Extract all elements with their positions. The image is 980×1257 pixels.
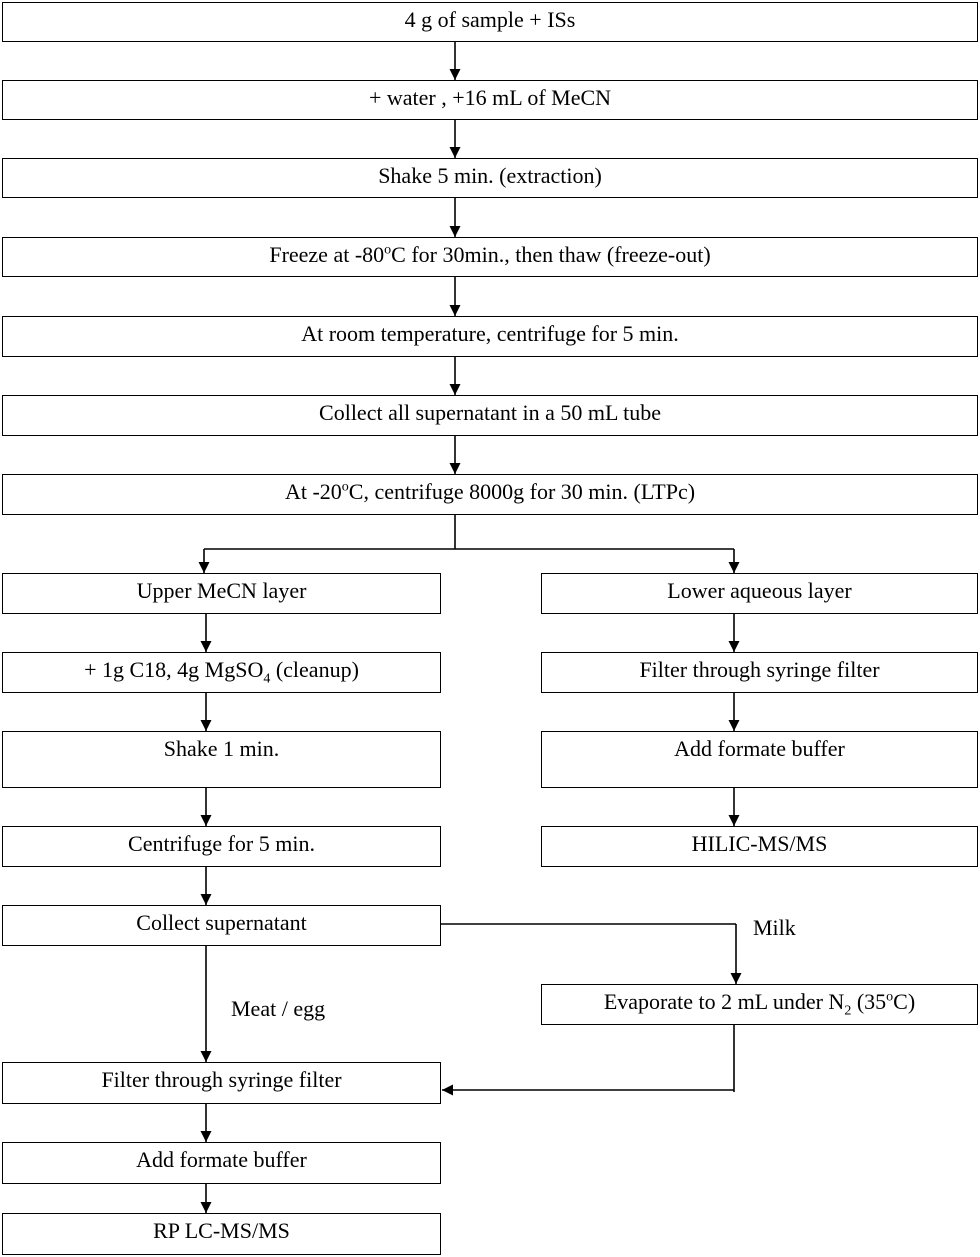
step-freeze-out: Freeze at -80oC for 30min., then thaw (f… [2, 237, 978, 277]
step-filter-left: Filter through syringe filter [2, 1062, 441, 1104]
step-formate-right: Add formate buffer [541, 731, 978, 788]
step-centrifuge-room-temp: At room temperature, centrifuge for 5 mi… [2, 316, 978, 357]
step-upper-mecn-layer: Upper MeCN layer [2, 573, 441, 614]
step-centrifuge-room-temp-label: At room temperature, centrifuge for 5 mi… [301, 321, 679, 346]
step-ltpc: At -20oC, centrifuge 8000g for 30 min. (… [2, 474, 978, 515]
step-add-water-mecn: + water , +16 mL of MeCN [2, 80, 978, 120]
label-meat-egg: Meat / egg [231, 996, 326, 1021]
step-shake-extraction: Shake 5 min. (extraction) [2, 158, 978, 198]
step-lower-aqueous-layer: Lower aqueous layer [541, 573, 978, 614]
step-sample-label: 4 g of sample + ISs [404, 7, 576, 32]
step-collect-all-supernatant-label: Collect all supernatant in a 50 mL tube [319, 400, 661, 425]
step-evaporate: Evaporate to 2 mL under N2 (35oC) [541, 984, 978, 1025]
step-shake-extraction-label: Shake 5 min. (extraction) [378, 163, 602, 188]
step-add-water-mecn-label: + water , +16 mL of MeCN [368, 85, 612, 110]
step-collect-supernatant: Collect supernatant [2, 905, 441, 946]
step-cleanup: + 1g C18, 4g MgSO4 (cleanup) [2, 652, 441, 693]
step-rp-lc-msms: RP LC-MS/MS [2, 1213, 441, 1255]
step-sample: 4 g of sample + ISs [2, 2, 978, 42]
step-collect-all-supernatant: Collect all supernatant in a 50 mL tube [2, 395, 978, 436]
label-milk: Milk [753, 915, 796, 940]
step-formate-left: Add formate buffer [2, 1142, 441, 1184]
step-shake-1min: Shake 1 min. [2, 731, 441, 788]
step-hilic-msms: HILIC-MS/MS [541, 826, 978, 867]
step-centrifuge-5min: Centrifuge for 5 min. [2, 826, 441, 867]
step-filter-right: Filter through syringe filter [541, 652, 978, 693]
